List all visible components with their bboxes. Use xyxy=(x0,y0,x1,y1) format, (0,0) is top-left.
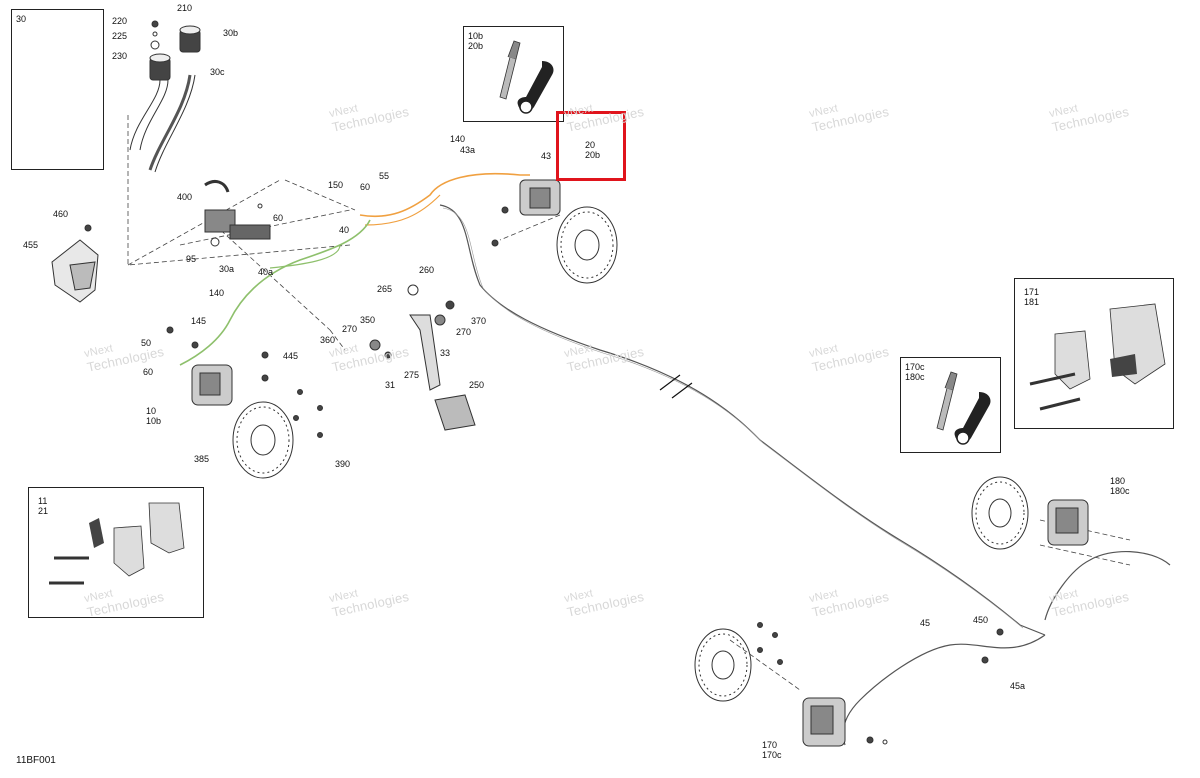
callout-225: 225 xyxy=(112,31,128,41)
callout-350: 350 xyxy=(360,315,376,325)
dashed-leaders xyxy=(127,115,1131,691)
rear-brake-line xyxy=(439,204,1046,636)
front-left-caliper-figure xyxy=(166,326,269,406)
callout-140: 140 xyxy=(450,134,466,144)
pads-front-figure xyxy=(49,502,185,585)
inset-label: 30 xyxy=(16,14,27,24)
front-left-rotor-figure xyxy=(232,401,294,479)
rear-left-caliper-figure xyxy=(802,697,888,747)
callout-210: 210 xyxy=(177,3,193,13)
callout-455: 455 xyxy=(23,240,39,250)
inset-pads-rear: 171 181 xyxy=(1014,278,1174,429)
callout-390: 390 xyxy=(335,459,351,469)
callout-30b: 30b xyxy=(223,28,239,38)
callout-250: 250 xyxy=(469,380,485,390)
callout-31: 31 xyxy=(385,380,396,390)
callout-140: 140 xyxy=(209,288,225,298)
rear-line-45 xyxy=(842,634,1046,746)
bolts-rear xyxy=(757,622,1004,665)
callout-460: 460 xyxy=(53,209,69,219)
master-line-green-2 xyxy=(269,244,341,269)
callout-50: 50 xyxy=(141,338,152,348)
callout-270: 270 xyxy=(456,327,472,337)
inset-label-2: 181 xyxy=(1024,297,1040,307)
callout-33: 33 xyxy=(440,348,451,358)
bolts-390 xyxy=(293,389,323,438)
front-right-rotor-figure xyxy=(556,206,618,284)
callout-40: 40 xyxy=(339,225,350,235)
rear-right-rotor-figure xyxy=(971,476,1029,550)
rear-left-rotor-figure xyxy=(694,628,752,702)
callout-30c: 30c xyxy=(210,67,225,77)
inset-bleeder-rear: 170c 180c xyxy=(900,357,1001,453)
callout-400: 400 xyxy=(177,192,193,202)
front-brake-line-orange xyxy=(359,172,530,218)
callout-445: 445 xyxy=(283,351,299,361)
brake-pedal-figure xyxy=(369,284,476,431)
callout-220: 220 xyxy=(112,16,128,26)
inset-label-1: 10b xyxy=(468,31,484,41)
callout-10b: 10b xyxy=(146,416,162,426)
inset-label-2: 21 xyxy=(38,506,49,516)
callout-45a: 45a xyxy=(1010,681,1026,691)
callout-275: 275 xyxy=(404,370,420,380)
inset-bleeder-front: 10b 20b xyxy=(463,26,564,122)
front-master-cylinder-figure xyxy=(204,180,271,247)
callout-170c: 170c xyxy=(762,750,782,760)
highlight-callout-20: 20 20b xyxy=(556,111,626,181)
callout-40a: 40a xyxy=(258,267,274,277)
inset-label-2: 20b xyxy=(468,41,484,51)
rear-line-right xyxy=(1044,551,1171,621)
inset-label-1: 170c xyxy=(905,362,925,372)
inset-label-2: 180c xyxy=(905,372,925,382)
callout-150: 150 xyxy=(328,180,344,190)
callout-55: 55 xyxy=(379,171,390,181)
callout-95: 95 xyxy=(186,254,197,264)
callout-270: 270 xyxy=(342,324,358,334)
inset-master-cylinder: 30 xyxy=(11,9,104,170)
diagram-code: 11BF001 xyxy=(16,755,56,766)
callout-45: 45 xyxy=(920,618,931,628)
rear-right-caliper-figure xyxy=(1047,499,1089,546)
callout-230: 230 xyxy=(112,51,128,61)
callout-60: 60 xyxy=(273,213,284,223)
reservoir-figures xyxy=(129,20,201,173)
bleeder-front-figure xyxy=(499,40,554,114)
callout-30a: 30a xyxy=(219,264,235,274)
bleeder-rear-figure xyxy=(936,371,991,445)
callout-145: 145 xyxy=(191,316,207,326)
callout-60: 60 xyxy=(360,182,371,192)
callout-265: 265 xyxy=(377,284,393,294)
callout-360: 360 xyxy=(320,335,336,345)
line-break-marks xyxy=(659,374,693,399)
inset-pads-front: 11 21 xyxy=(28,487,204,618)
highlight-label-20b: 20b xyxy=(585,150,601,160)
callout-43: 43 xyxy=(541,151,552,161)
callout-180: 180 xyxy=(1110,476,1126,486)
bracket-455-figure xyxy=(51,224,99,303)
callout-370: 370 xyxy=(471,316,487,326)
front-right-caliper-figure xyxy=(491,179,561,247)
callout-385: 385 xyxy=(194,454,210,464)
callout-43a: 43a xyxy=(460,145,476,155)
callout-170: 170 xyxy=(762,740,778,750)
inset-label-1: 171 xyxy=(1024,287,1040,297)
inset-label-1: 11 xyxy=(38,496,48,506)
pads-rear-figure xyxy=(1029,303,1166,411)
callout-60: 60 xyxy=(143,367,154,377)
callout-260: 260 xyxy=(419,265,435,275)
highlight-label-20: 20 xyxy=(585,140,596,150)
callout-180c: 180c xyxy=(1110,486,1130,496)
callout-450: 450 xyxy=(973,615,989,625)
master-line-green xyxy=(179,219,371,366)
front-brake-line-orange-2 xyxy=(364,194,441,226)
callout-10: 10 xyxy=(146,406,157,416)
